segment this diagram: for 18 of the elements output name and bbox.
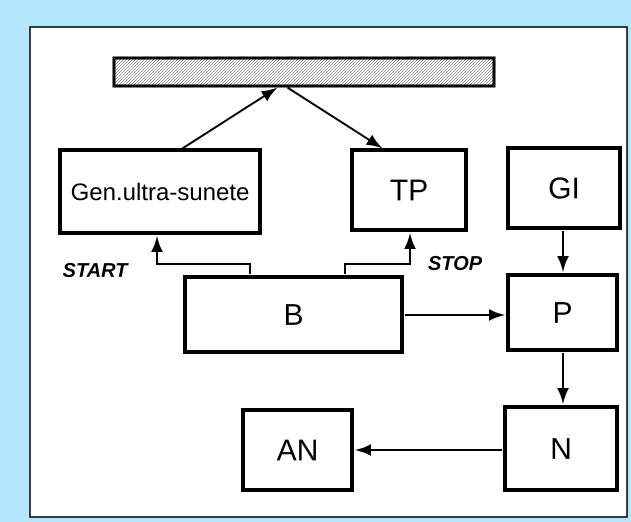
block-box: AN bbox=[241, 408, 354, 492]
signal-label: START bbox=[62, 262, 129, 278]
block-box: TP bbox=[350, 148, 468, 232]
block-box: Gen.ultra-sunete bbox=[58, 148, 262, 235]
arrow bbox=[182, 88, 275, 150]
block-box: N bbox=[503, 405, 619, 492]
arrow bbox=[405, 310, 502, 320]
block-box: GI bbox=[506, 146, 622, 230]
signal-label: STOP bbox=[428, 256, 482, 270]
arrow bbox=[558, 353, 568, 401]
arrow bbox=[152, 239, 251, 274]
arrow bbox=[358, 444, 502, 456]
block-box: P bbox=[506, 273, 619, 352]
arrow bbox=[558, 231, 568, 269]
arrow bbox=[344, 236, 416, 274]
block-box: B bbox=[183, 275, 404, 354]
hatched-bar bbox=[112, 56, 496, 88]
arrow bbox=[287, 86, 380, 148]
